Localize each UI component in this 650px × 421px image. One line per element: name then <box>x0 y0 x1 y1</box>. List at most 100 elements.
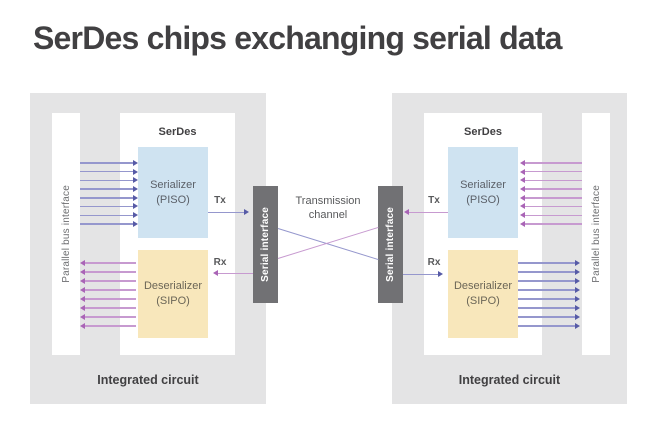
right-rx-label: Rx <box>427 257 441 268</box>
left-serial-interface-label: Serial interface <box>260 207 271 282</box>
right-serializer-box: Serializer (PISO) <box>448 147 518 238</box>
left-parallel-out-3-line <box>85 289 136 291</box>
left-serializer-box: Serializer (PISO) <box>138 147 208 238</box>
right-parallel-in-3-arrowhead-icon <box>520 185 525 192</box>
left-parallel-in-1-line <box>80 171 133 173</box>
left-serializer-label-line2: (PISO) <box>156 193 190 206</box>
right-parallel-in-2-line <box>525 179 582 182</box>
right-rx-arrowhead-icon <box>438 271 443 278</box>
left-parallel-in-3-arrowhead-icon <box>132 185 138 192</box>
right-serial-interface-box: Serial interface <box>378 186 403 303</box>
left-parallel-in-7-line <box>80 223 133 225</box>
left-deserializer-box: Deserializer (SIPO) <box>138 250 208 338</box>
page-title: SerDes chips exchanging serial data <box>33 20 562 56</box>
right-parallel-out-6-arrowhead-icon <box>574 313 580 320</box>
left-parallel-in-6-arrowhead-icon <box>132 212 138 219</box>
left-parallel-out-4-arrowhead-icon <box>80 295 85 302</box>
left-parallel-out-3-arrowhead-icon <box>80 286 85 293</box>
right-parallel-in-6-line <box>525 214 582 216</box>
right-parallel-out-0-line <box>518 262 575 264</box>
left-rx-arrowhead-icon <box>213 270 218 277</box>
left-parallel-out-0-line <box>85 262 136 264</box>
right-parallel-out-2-arrowhead-icon <box>574 277 580 284</box>
left-parallel-out-4-line <box>85 298 136 300</box>
right-parallel-out-3-line <box>518 289 575 291</box>
right-parallel-out-6-line <box>518 316 575 318</box>
right-deserializer-label-line1: Deserializer <box>453 280 513 293</box>
left-parallel-out-1-line <box>85 271 136 273</box>
left-parallel-out-5-line <box>85 307 136 309</box>
left-parallel-in-4-arrowhead-icon <box>132 194 138 201</box>
left-parallel-out-0-arrowhead-icon <box>80 259 85 266</box>
right-parallel-bus-strip: Parallel bus interface <box>582 113 610 355</box>
right-deserializer-box: Deserializer (SIPO) <box>448 250 518 338</box>
right-tx-arrowhead-icon <box>404 209 409 216</box>
right-parallel-in-7-arrowhead-icon <box>520 220 525 227</box>
left-parallel-in-3-line <box>80 188 133 190</box>
left-rx-line <box>218 272 253 275</box>
right-parallel-in-3-line <box>525 188 582 190</box>
right-parallel-in-7-line <box>525 223 582 225</box>
left-tx-arrowhead-icon <box>244 209 249 216</box>
left-parallel-in-6-line <box>80 214 133 216</box>
right-parallel-out-5-arrowhead-icon <box>574 304 580 311</box>
right-parallel-out-1-arrowhead-icon <box>574 268 580 275</box>
right-parallel-out-7-line <box>518 325 575 327</box>
right-parallel-in-0-line <box>525 162 582 164</box>
right-parallel-in-1-line <box>525 171 582 173</box>
left-parallel-in-7-arrowhead-icon <box>132 220 138 227</box>
right-serializer-label-line2: (PISO) <box>466 193 500 206</box>
left-parallel-bus-strip: Parallel bus interface <box>52 113 80 355</box>
left-serdes-title: SerDes <box>158 126 197 138</box>
right-rx-line <box>403 273 439 276</box>
left-parallel-in-0-line <box>80 162 133 164</box>
right-ic-label: Integrated circuit <box>458 373 561 387</box>
right-parallel-out-3-arrowhead-icon <box>574 286 580 293</box>
left-parallel-out-5-arrowhead-icon <box>80 304 85 311</box>
right-serial-interface-label: Serial interface <box>385 207 396 282</box>
left-parallel-out-7-arrowhead-icon <box>80 322 85 329</box>
right-parallel-in-4-line <box>525 197 582 199</box>
right-parallel-in-6-arrowhead-icon <box>520 212 525 219</box>
left-serial-interface-box: Serial interface <box>253 186 278 303</box>
right-parallel-out-0-arrowhead-icon <box>574 259 580 266</box>
right-parallel-in-0-arrowhead-icon <box>520 159 525 166</box>
left-deserializer-label-line2: (SIPO) <box>156 295 190 307</box>
left-rx-label: Rx <box>213 257 227 268</box>
left-parallel-out-6-arrowhead-icon <box>80 313 85 320</box>
right-parallel-in-2-arrowhead-icon <box>520 177 525 184</box>
right-tx-label: Tx <box>428 195 440 206</box>
right-parallel-out-1-line <box>518 271 575 273</box>
left-deserializer-label-line1: Deserializer <box>143 280 203 293</box>
left-parallel-out-1-arrowhead-icon <box>80 268 85 275</box>
left-parallel-in-1-arrowhead-icon <box>132 168 138 175</box>
right-parallel-in-5-arrowhead-icon <box>520 203 525 210</box>
left-parallel-in-4-line <box>80 197 133 199</box>
right-parallel-bus-label: Parallel bus interface <box>590 185 602 283</box>
right-serdes-title: SerDes <box>464 126 502 138</box>
right-parallel-in-1-arrowhead-icon <box>520 168 525 175</box>
left-parallel-in-2-arrowhead-icon <box>132 177 138 184</box>
left-tx-label: Tx <box>214 195 226 206</box>
left-parallel-in-2-line <box>80 179 133 182</box>
right-parallel-out-7-arrowhead-icon <box>574 322 580 329</box>
left-ic-label: Integrated circuit <box>97 373 199 387</box>
right-parallel-out-4-line <box>518 298 575 300</box>
transmission-channel-label: Transmission channel <box>295 195 361 221</box>
left-parallel-in-5-arrowhead-icon <box>132 203 138 210</box>
left-parallel-out-7-line <box>85 325 136 327</box>
left-parallel-in-5-line <box>80 205 133 208</box>
left-tx-line <box>208 211 245 214</box>
left-parallel-out-2-arrowhead-icon <box>80 277 85 284</box>
left-parallel-in-0-arrowhead-icon <box>132 159 138 166</box>
right-parallel-out-2-line <box>518 280 575 282</box>
left-parallel-out-2-line <box>85 280 136 282</box>
left-parallel-bus-label: Parallel bus interface <box>60 185 72 283</box>
left-parallel-out-6-line <box>85 316 136 318</box>
right-parallel-out-5-line <box>518 307 575 309</box>
right-parallel-in-4-arrowhead-icon <box>520 194 525 201</box>
right-parallel-in-5-line <box>525 205 582 208</box>
left-serializer-label-line1: Serializer <box>150 178 196 191</box>
right-serializer-label-line1: Serializer <box>460 178 506 191</box>
